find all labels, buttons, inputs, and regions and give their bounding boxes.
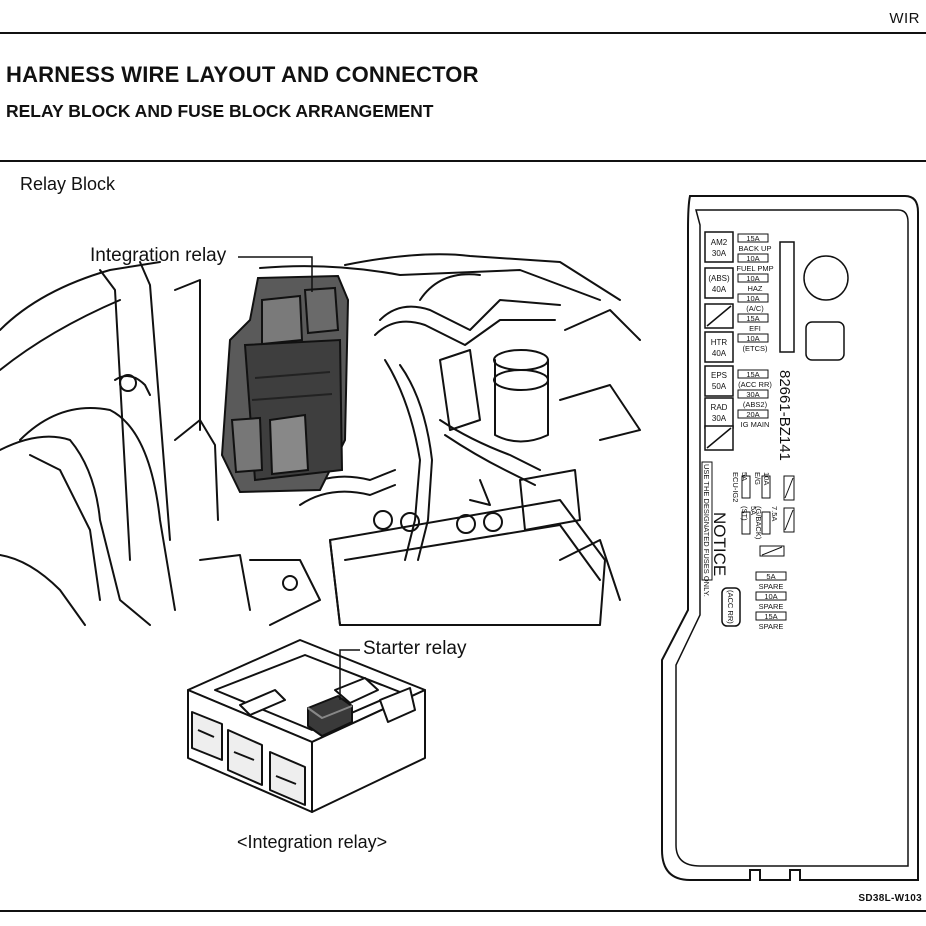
starter-relay-callout: Starter relay [363,638,467,659]
fuse-htr: HTR [711,338,728,347]
section-rule-bottom [0,910,926,912]
mini-fuse-name: (A/C) [746,304,764,313]
mini-fuse-amp: 10A [746,274,759,283]
spare-label: SPARE [759,622,784,631]
page-title: HARNESS WIRE LAYOUT AND CONNECTOR [6,62,479,87]
vfuse-label: E/G [753,472,762,485]
vfuse-amp: 7.5A [770,506,779,521]
fuse-abs-amp: 40A [712,285,727,294]
fuse-rad-amp: 30A [712,414,727,423]
section-tag: WIR [889,10,920,27]
spare-label: SPARE [759,582,784,591]
vfuse-label: (G/BACK) [754,506,763,540]
fuse-rad: RAD [711,403,728,412]
fuse-eps: EPS [711,371,727,380]
vfuse-label: (ST) [740,506,749,521]
notice-text: USE THE DESIGNATED FUSES ONLY. [702,464,711,597]
mini-fuse-name: HAZ [748,284,763,293]
fuse-abs: (ABS) [708,274,730,283]
relay-block-label: Relay Block [20,174,116,194]
mini-fuse-name: BACK UP [739,244,772,253]
mini-fuse-name: (ETCS) [743,344,769,353]
mini-fuse-name: IG MAIN [741,420,770,429]
integration-relay-caption: <Integration relay> [237,832,388,852]
mini-fuse-amp: 10A [746,294,759,303]
spare-amp: 5A [766,572,775,581]
mini-fuse-amp: 15A [746,314,759,323]
fuse-am2: AM2 [711,238,728,247]
vfuse-label: ECU-IG2 [731,472,740,502]
fuse-htr-amp: 40A [712,349,727,358]
mini-fuse-amp: 15A [746,370,759,379]
mini-fuse-name: EFI [749,324,761,333]
vfuse-amp: 5A [749,506,758,515]
acc-rr-label: (ACC RR) [726,590,735,624]
integration-relay-module [220,274,350,494]
spare-amp: 10A [764,592,777,601]
mini-fuse-name: (ABS2) [743,400,768,409]
mini-fuse-amp: 20A [746,410,759,419]
mini-fuse-amp: 10A [746,334,759,343]
part-number: 82661-BZ141 [776,370,793,461]
integration-relay-callout: Integration relay [90,245,227,266]
vfuse-amp: 5A [740,472,749,481]
page-subtitle: RELAY BLOCK AND FUSE BLOCK ARRANGEMENT [6,101,434,121]
figure-reference: SD38L-W103 [858,893,922,904]
spare-label: SPARE [759,602,784,611]
mini-fuse-amp: 10A [746,254,759,263]
header-rule [0,32,926,34]
mini-fuse-name: (ACC RR) [738,380,772,389]
spare-amp: 15A [764,612,777,621]
mini-fuse-amp: 15A [746,234,759,243]
section-rule-top [0,160,926,162]
vfuse-amp: 10A [762,472,771,485]
fuse-am2-amp: 30A [712,249,727,258]
notice-title: NOTICE [710,512,729,576]
fuse-eps-amp: 50A [712,382,727,391]
mini-fuse-name: FUEL PMP [736,264,773,273]
mini-fuse-amp: 30A [746,390,759,399]
